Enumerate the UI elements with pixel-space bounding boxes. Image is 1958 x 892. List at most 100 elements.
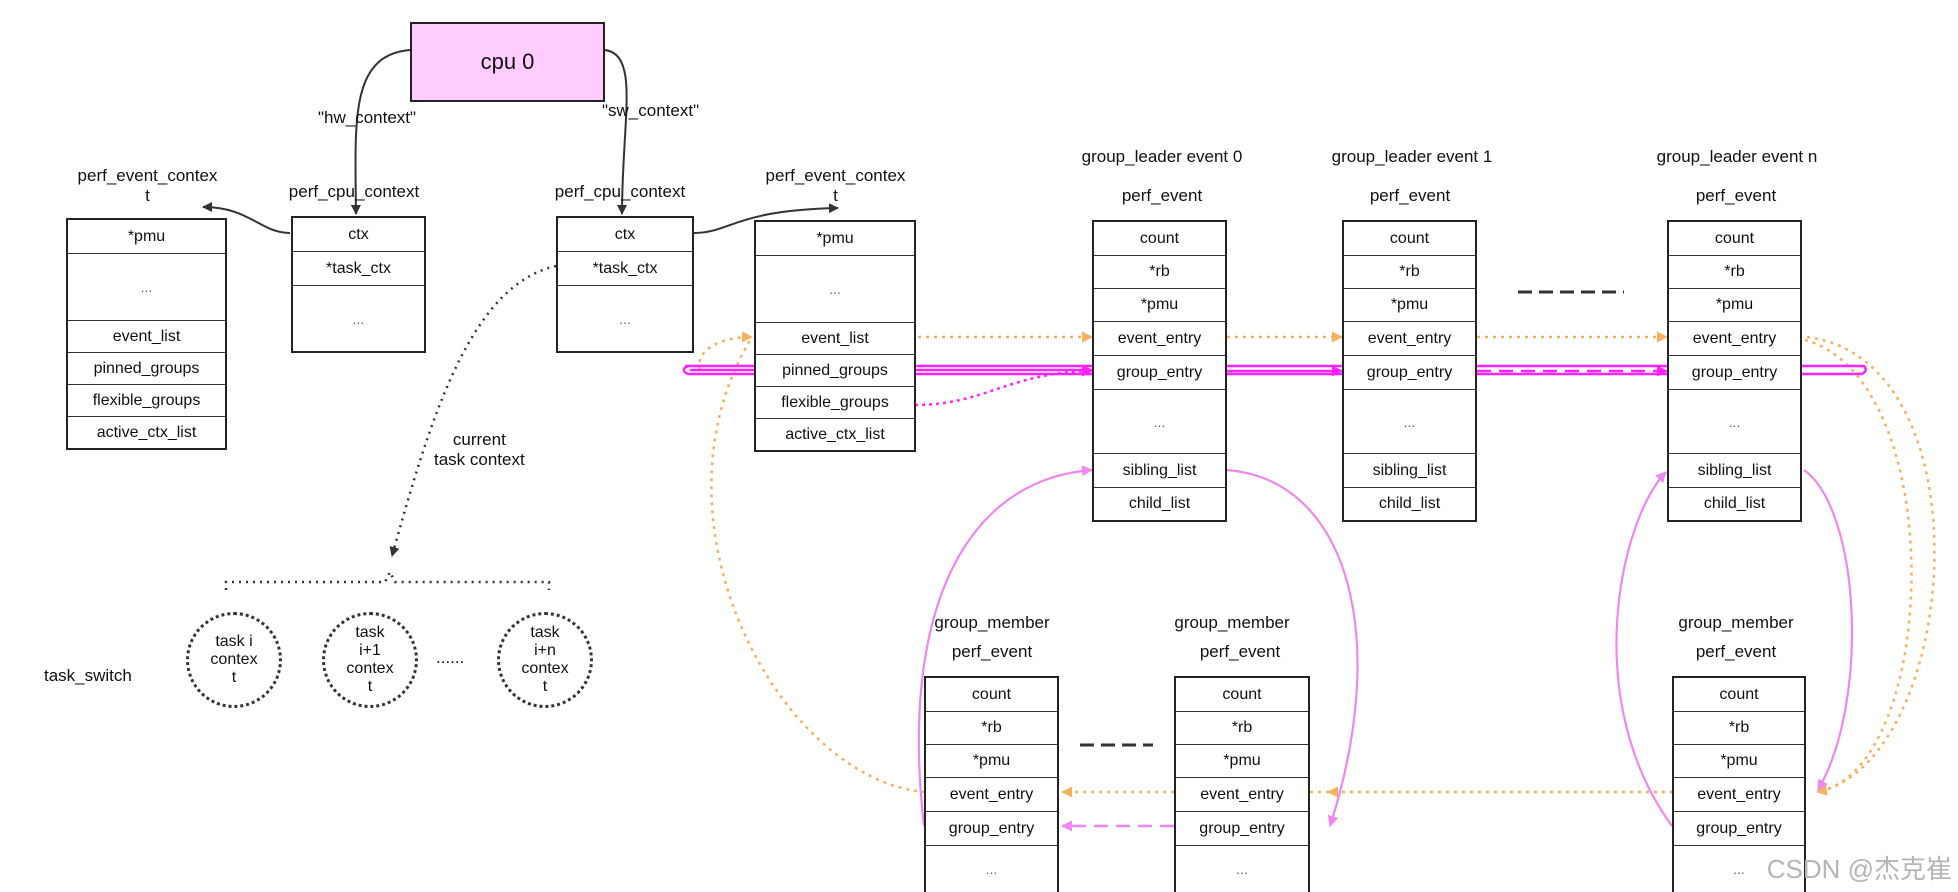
sw-context-arrow [604, 49, 628, 215]
pctx-left-field: flexible_groups [68, 385, 225, 417]
left-ctx-arrow [202, 202, 291, 234]
pink-sib-l0-down [1226, 468, 1359, 827]
leadern-field: sibling_list [1669, 454, 1800, 488]
cpuctx-left-field: ctx [293, 218, 424, 252]
leader0-field: *pmu [1094, 289, 1225, 322]
leader1-field: sibling_list [1344, 454, 1475, 488]
task-brace [224, 569, 551, 590]
member-b-field: group_entry [1176, 812, 1308, 846]
leader0-subtitle: perf_event [1121, 186, 1203, 205]
pctx-right-field: event_list [756, 323, 914, 355]
task-context-circle: task i+1 contex t [322, 612, 418, 708]
pctx-right-field: *pmu [756, 222, 914, 256]
leader1-field: group_entry [1344, 356, 1475, 390]
cpuctx-left-field: *task_ctx [293, 252, 424, 286]
member-a-title: group_member [934, 613, 1050, 632]
pctx-right-field: active_ctx_list [785, 425, 885, 443]
orange-to-mc [1804, 338, 1913, 796]
pctx-left-struct: *pmu ... event_list pinned_groups flexib… [66, 218, 227, 450]
leader0-field: event_entry [1094, 322, 1225, 356]
sw-context-label: "sw_context" [602, 101, 700, 120]
cpuctx-left-struct: ctx *task_ctx ... [291, 216, 426, 353]
leader1-title: group_leader event 1 [1331, 147, 1493, 166]
cpuctx-left-title: perf_cpu_context [288, 182, 420, 201]
member-c-field: *rb [1674, 712, 1804, 745]
task-switch-label: task_switch [44, 666, 132, 685]
watermark: CSDN @杰克崔 [1766, 854, 1952, 884]
leader0-field: child_list [1128, 495, 1191, 512]
member-c-field: ... [1733, 861, 1745, 877]
pctx-left-field: active_ctx_list [96, 423, 197, 441]
pctx-right-struct: *pmu ... event_list pinned_groups flexib… [754, 220, 916, 452]
cpuctx-right-field: *task_ctx [558, 252, 692, 286]
right-ctx-arrow [693, 203, 839, 234]
member-c-struct: count *rb *pmu event_entry group_entry .… [1672, 676, 1806, 892]
cpu-box: cpu 0 [410, 22, 605, 102]
member-b-field: count [1176, 678, 1308, 712]
cpuctx-right-title: perf_cpu_context [554, 182, 686, 201]
member-b-field: ... [1236, 861, 1248, 877]
leader0-field: *rb [1094, 256, 1225, 289]
leader1-struct: count *rb *pmu event_entry group_entry .… [1342, 220, 1477, 522]
member-a-field: ... [985, 861, 998, 877]
cpuctx-right-struct: ctx *task_ctx ... [556, 216, 694, 353]
leadern-title: group_leader event n [1656, 147, 1818, 166]
leadern-field: *rb [1669, 256, 1800, 289]
pctx-right-field: ... [756, 256, 914, 323]
member-a-struct: count *rb *pmu event_entry group_entry .… [924, 676, 1059, 892]
task-ctx-arrow [389, 264, 557, 557]
leadern-struct: count *rb *pmu event_entry group_entry .… [1667, 220, 1802, 522]
pctx-left-field: pinned_groups [68, 353, 225, 385]
member-c-title: group_member [1678, 613, 1794, 632]
pctx-left-field: event_list [68, 321, 225, 353]
leader0-title: group_leader event 0 [1081, 147, 1243, 166]
pctx-right-field: pinned_groups [756, 355, 914, 387]
magenta-band [682, 364, 1867, 376]
pctx-left-field: *pmu [68, 220, 225, 254]
big-orange-loop [710, 335, 1936, 794]
magenta-flexible [914, 365, 1093, 407]
leader1-field: ... [1344, 390, 1475, 454]
pink-sib-ln-up [1615, 471, 1673, 827]
task-context-circle: task i+n contex t [497, 612, 593, 708]
cpuctx-right-field: ... [619, 310, 631, 327]
leader0-field: sibling_list [1094, 454, 1225, 488]
member-b-struct: count *rb *pmu event_entry group_entry .… [1174, 676, 1310, 892]
leader1-field: *rb [1344, 256, 1475, 289]
member-a-field: event_entry [926, 778, 1057, 812]
member-a-field: count [926, 678, 1057, 712]
leadern-field: event_entry [1669, 322, 1800, 356]
leadern-field: count [1669, 222, 1800, 256]
leadern-field: group_entry [1669, 356, 1800, 390]
leader1-field: event_entry [1344, 322, 1475, 356]
member-b-field: *rb [1176, 712, 1308, 745]
pctx-left-field: ... [68, 254, 225, 321]
leader1-field: child_list [1378, 495, 1441, 512]
member-c-field: *pmu [1674, 745, 1804, 778]
cpuctx-right-field: ctx [558, 218, 692, 252]
current-task-label: current task context [434, 430, 525, 469]
leader1-subtitle: perf_event [1369, 186, 1451, 205]
leadern-subtitle: perf_event [1695, 186, 1777, 205]
hw-context-arrow [350, 49, 411, 215]
leader0-field: count [1094, 222, 1225, 256]
pctx-right-title: perf_event_contex t [765, 166, 906, 205]
member-c-field: group_entry [1674, 812, 1804, 846]
leadern-field: child_list [1703, 495, 1766, 512]
member-c-field: event_entry [1674, 778, 1804, 812]
member-b-field: event_entry [1176, 778, 1308, 812]
leader1-field: count [1344, 222, 1475, 256]
pink-sib-ln-down [1803, 469, 1854, 791]
member-b-subtitle: perf_event [1199, 642, 1281, 661]
leader0-field: ... [1094, 390, 1225, 454]
leader0-struct: count *rb *pmu event_entry group_entry .… [1092, 220, 1227, 522]
member-c-subtitle: perf_event [1695, 642, 1777, 661]
member-a-subtitle: perf_event [951, 642, 1033, 661]
member-c-field: count [1674, 678, 1804, 712]
member-a-field: *pmu [926, 745, 1057, 778]
leader0-field: group_entry [1094, 356, 1225, 390]
member-b-title: group_member [1174, 613, 1290, 632]
member-a-field: *rb [926, 712, 1057, 745]
task-context-circle: task i contex t [186, 612, 282, 708]
